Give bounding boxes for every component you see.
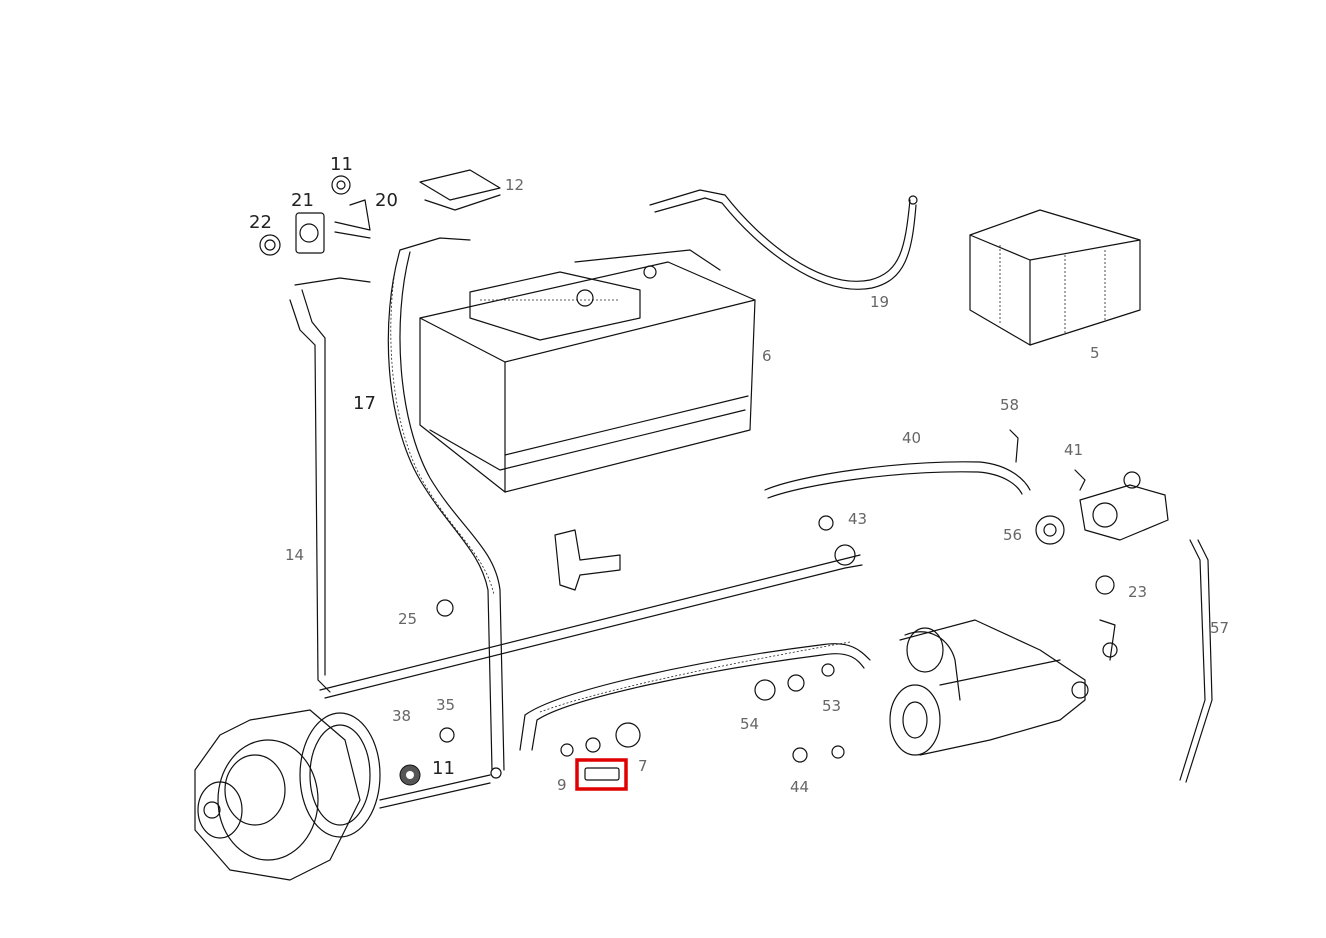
battery-cover bbox=[969, 209, 1141, 346]
callout-7: 7 bbox=[638, 757, 648, 775]
callout-40: 40 bbox=[902, 429, 921, 447]
callout-38: 38 bbox=[392, 707, 411, 725]
callout-12: 12 bbox=[505, 176, 524, 194]
positive-cable bbox=[649, 189, 918, 290]
alternator bbox=[194, 709, 491, 881]
selected-part-highlight[interactable] bbox=[575, 758, 628, 791]
callout-11-bottom: 11 bbox=[432, 758, 455, 779]
callout-23: 23 bbox=[1128, 583, 1147, 601]
junction-block bbox=[554, 529, 856, 591]
callout-25: 25 bbox=[398, 610, 417, 628]
battery bbox=[419, 249, 756, 493]
callout-20: 20 bbox=[375, 190, 398, 211]
callout-54: 54 bbox=[740, 715, 759, 733]
hold-down-plate bbox=[419, 169, 501, 211]
callout-57: 57 bbox=[1210, 619, 1229, 637]
callout-17: 17 bbox=[353, 393, 376, 414]
callout-14: 14 bbox=[285, 546, 304, 564]
alternator-bracket bbox=[1035, 469, 1169, 661]
starter-cable bbox=[319, 554, 871, 751]
callout-9: 9 bbox=[557, 776, 567, 794]
callout-56: 56 bbox=[1003, 526, 1022, 544]
ground-strap bbox=[289, 277, 371, 693]
callout-19: 19 bbox=[870, 293, 889, 311]
callout-44: 44 bbox=[790, 778, 809, 796]
callout-43: 43 bbox=[848, 510, 867, 528]
wiring-harness bbox=[764, 429, 1031, 499]
main-cable-convolute bbox=[387, 237, 505, 771]
hardware-set bbox=[399, 515, 1118, 786]
callout-58: 58 bbox=[1000, 396, 1019, 414]
callout-11-top: 11 bbox=[330, 154, 353, 175]
starter-motor bbox=[889, 619, 1089, 756]
cable-57 bbox=[1179, 539, 1213, 783]
callout-21: 21 bbox=[291, 190, 314, 211]
callout-6: 6 bbox=[762, 347, 772, 365]
callout-41: 41 bbox=[1064, 441, 1083, 459]
terminal-parts bbox=[259, 175, 371, 256]
callout-35: 35 bbox=[436, 696, 455, 714]
callout-53: 53 bbox=[822, 697, 841, 715]
callout-22: 22 bbox=[249, 212, 272, 233]
callout-5: 5 bbox=[1090, 344, 1100, 362]
